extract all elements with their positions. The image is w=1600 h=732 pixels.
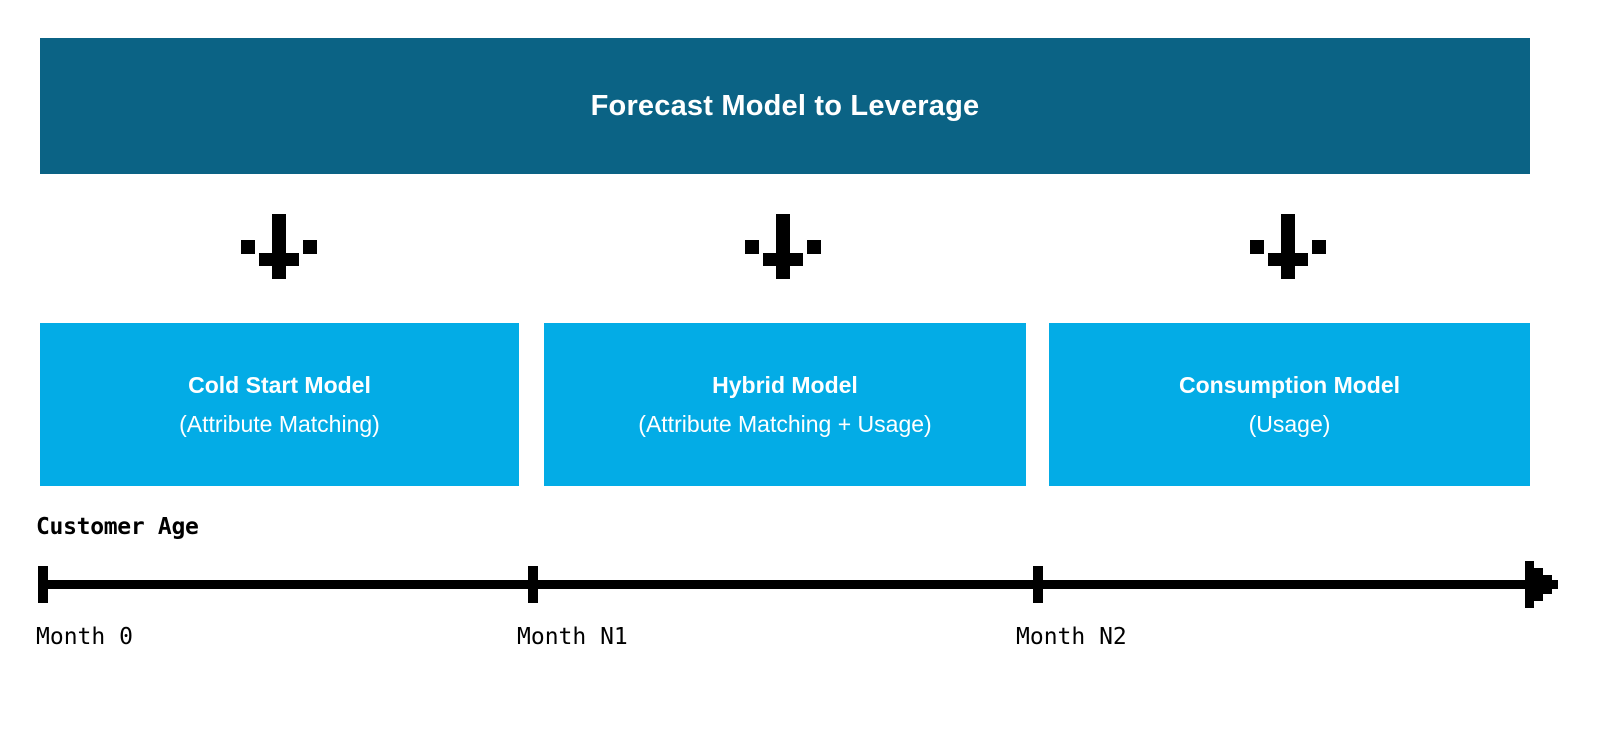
timeline-axis <box>0 555 1600 615</box>
arrow-row <box>40 206 1530 306</box>
arrow-down-icon-consumption <box>1243 206 1333 306</box>
model-boxes-row: Cold Start Model (Attribute Matching) Hy… <box>40 323 1530 486</box>
model-box-consumption[interactable]: Consumption Model (Usage) <box>1049 323 1530 486</box>
header-band: Forecast Model to Leverage <box>40 38 1530 174</box>
arrow-down-icon-hybrid <box>738 206 828 306</box>
arrow-down-icon-cold-start <box>234 206 324 306</box>
model-box-title: Consumption Model <box>1178 371 1401 398</box>
model-box-subtitle: (Usage) <box>1248 410 1331 437</box>
timeline-tick-labels: Month 0 Month N1 Month N2 <box>0 624 1600 664</box>
tick-label-month-0: Month 0 <box>36 624 133 650</box>
tick-label-month-n2: Month N2 <box>1016 624 1127 650</box>
model-box-subtitle: (Attribute Matching) <box>179 410 380 437</box>
model-box-subtitle: (Attribute Matching + Usage) <box>638 410 932 437</box>
model-box-title: Hybrid Model <box>712 371 858 398</box>
model-box-cold-start[interactable]: Cold Start Model (Attribute Matching) <box>40 323 519 486</box>
tick-label-month-n1: Month N1 <box>517 624 628 650</box>
model-box-title: Cold Start Model <box>188 371 371 398</box>
page-title: Forecast Model to Leverage <box>590 89 980 122</box>
model-box-hybrid[interactable]: Hybrid Model (Attribute Matching + Usage… <box>544 323 1026 486</box>
axis-label-customer-age: Customer Age <box>36 514 199 540</box>
